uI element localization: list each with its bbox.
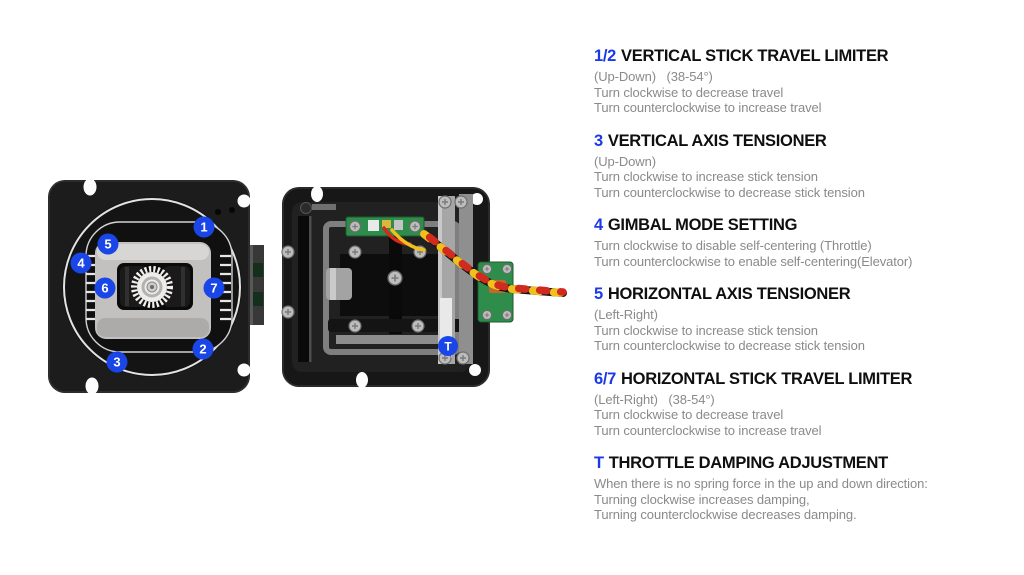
section-number: T — [594, 454, 604, 472]
svg-text:7: 7 — [210, 281, 217, 296]
instruction-line: Turn counterclockwise to decrease stick … — [594, 184, 865, 200]
section-title: GIMBAL MODE SETTING — [607, 216, 798, 234]
instruction-line: Turning clockwise increases damping, — [594, 491, 810, 507]
instruction-line: Turn counterclockwise to increase travel — [594, 100, 822, 115]
gimbal-front-photo: 1 5 4 6 7 — [48, 178, 264, 395]
svg-text:T: T — [444, 339, 452, 353]
section-subtitle: (Left-Right) — [594, 307, 658, 322]
callout-badge-2: 2 — [192, 338, 214, 360]
instruction-line: Turn clockwise to decrease travel — [594, 84, 784, 100]
gimbal-back-photo: T — [281, 186, 567, 388]
section-number: 5 — [594, 285, 603, 303]
svg-text:2: 2 — [199, 342, 206, 357]
callout-badge-T: T — [438, 336, 458, 356]
section-number: 1/2 — [594, 47, 617, 65]
center-gear — [131, 266, 173, 308]
section-number: 6/7 — [594, 369, 617, 388]
section-title: HORIZONTAL STICK TRAVEL LIMITER — [621, 369, 913, 388]
instruction-line: Turn counterclockwise to increase travel — [594, 422, 822, 438]
servo-wires — [382, 226, 567, 297]
callout-badge-3: 3 — [106, 351, 128, 373]
svg-text:4: 4 — [77, 256, 85, 271]
section-title: HORIZONTAL AXIS TENSIONER — [607, 285, 851, 303]
gimbal-photos: 1 5 4 6 7 — [48, 178, 567, 395]
section-title: VERTICAL AXIS TENSIONER — [607, 131, 827, 150]
section-number: 4 — [594, 216, 603, 234]
section-number: 3 — [594, 131, 603, 150]
svg-text:1: 1 — [200, 220, 207, 235]
instruction-line: Turning counterclockwise decreases dampi… — [594, 507, 857, 522]
section-subtitle: (Up-Down) (38-54°) — [594, 69, 713, 84]
instruction-line: Turn counterclockwise to decrease stick … — [594, 338, 865, 353]
instruction-line: Turn clockwise to decrease travel — [594, 407, 784, 422]
svg-text:6: 6 — [101, 281, 108, 296]
callout-badge-5: 5 — [97, 233, 119, 255]
top-pcb — [345, 216, 425, 237]
svg-text:3: 3 — [113, 355, 120, 370]
instruction-line: When there is no spring force in the up … — [594, 476, 928, 491]
section-subtitle: (Left-Right) (38-54°) — [594, 391, 715, 407]
callout-badge-4: 4 — [70, 252, 92, 274]
svg-text:5: 5 — [104, 237, 111, 252]
instruction-line: Turn clockwise to increase stick tension — [594, 169, 818, 184]
callout-badge-1: 1 — [193, 216, 215, 238]
instruction-line: Turn counterclockwise to enable self-cen… — [594, 253, 913, 269]
section-subtitle: (Up-Down) — [594, 153, 656, 169]
callout-badge-7: 7 — [203, 277, 225, 299]
travel-ratchet-ticks — [86, 254, 231, 321]
side-connector-tab — [250, 245, 264, 325]
front-callouts: 1 5 4 6 7 — [70, 216, 225, 373]
callout-badge-6: 6 — [94, 277, 116, 299]
section-title: VERTICAL STICK TRAVEL LIMITER — [621, 47, 889, 65]
instruction-line: Turn clockwise to increase stick tension — [594, 322, 818, 338]
instruction-line: Turn clockwise to disable self-centering… — [594, 238, 872, 253]
section-title: THROTTLE DAMPING ADJUSTMENT — [608, 454, 888, 472]
